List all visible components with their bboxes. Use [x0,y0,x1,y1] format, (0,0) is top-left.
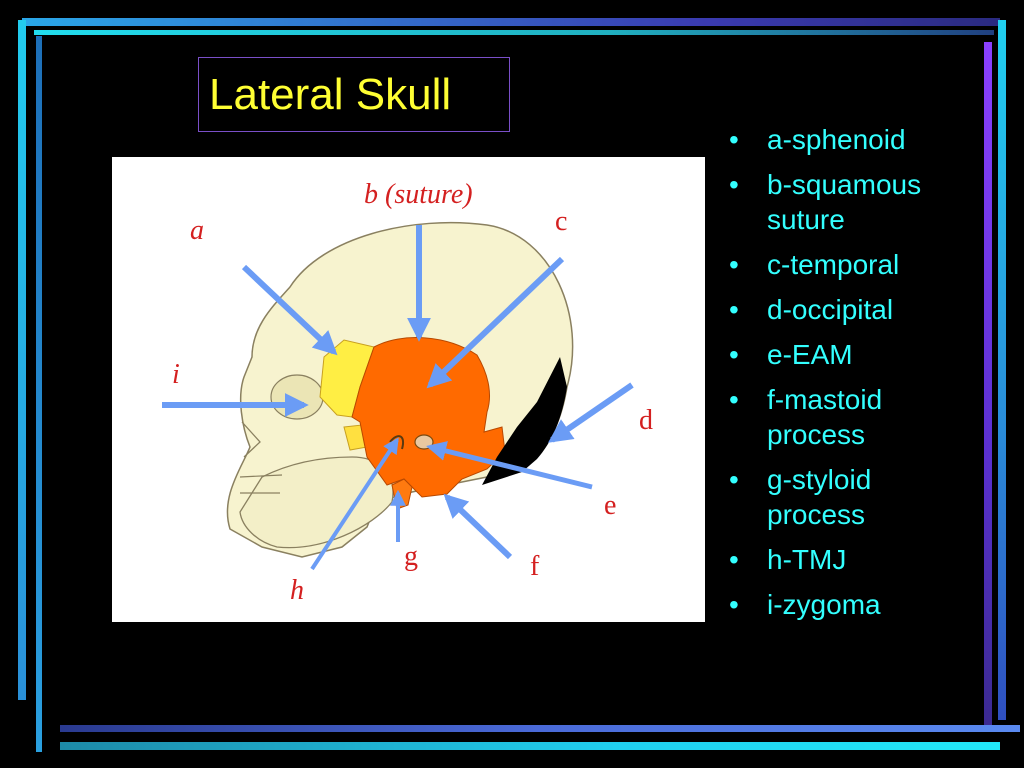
orbit-shape [270,374,324,420]
list-item: • c-temporal [727,247,967,282]
label-h: h [290,575,304,606]
list-item-text: f-mastoid process [767,384,883,450]
label-e: e [604,490,616,521]
frame-bar-right-inner [984,42,992,732]
frame-bar-left [18,20,26,700]
bullet-icon: • [729,169,739,200]
arrow-d [548,382,634,443]
list-item: • b-squamous suture [727,167,967,237]
label-b: b (suture) [364,179,473,210]
bullet-icon: • [729,339,739,370]
bullet-icon: • [729,544,739,575]
list-item: • i-zygoma [727,587,967,622]
frame-bar-top [22,18,1000,26]
list-item-text: i-zygoma [767,589,881,620]
label-g: g [404,541,418,572]
list-item: • e-EAM [727,337,967,372]
bullet-icon: • [729,294,739,325]
label-c: c [555,206,567,237]
arrow-a [241,264,338,356]
title-box: Lateral Skull [198,57,510,132]
slide-title: Lateral Skull [209,70,452,119]
bullet-icon: • [729,124,739,155]
frame-bar-bottom-cyan [60,742,1000,750]
arrow-c [426,256,565,389]
frame-bar-right [998,20,1006,720]
list-item-text: g-styloid process [767,464,872,530]
arrow-f [443,493,513,560]
label-f: f [530,551,540,582]
bullet-icon: • [729,589,739,620]
list-item-text: b-squamous suture [767,169,922,235]
list-item: • f-mastoid process [727,382,967,452]
bullet-icon: • [729,249,739,280]
frame-bar-bottom [60,725,1020,732]
list-item: • d-occipital [727,292,967,327]
list-item-text: h-TMJ [767,544,847,575]
list-item-text: d-occipital [767,294,894,325]
bullet-icon: • [729,464,739,495]
label-a: a [190,215,204,246]
list-item: • h-TMJ [727,542,967,577]
legend-list: • a-sphenoid • b-squamous suture • c-tempor… [727,122,967,632]
skull-diagram: a b (suture) c d e f g h i [112,157,705,622]
label-i: i [172,359,180,390]
nasal-shape [241,421,261,458]
teeth-shape [239,474,283,494]
list-item-text: a-sphenoid [767,124,906,155]
bullet-icon: • [729,384,739,415]
arrow-h [310,437,399,571]
list-item: • g-styloid process [727,462,967,532]
list-item-text: e-EAM [767,339,853,370]
arrow-e [426,441,593,490]
label-d: d [639,405,653,436]
list-item: • a-sphenoid [727,122,967,157]
frame-bar-left-inner [36,36,42,752]
list-item-text: c-temporal [767,249,900,280]
frame-bar-top-cyan [34,30,994,35]
occipital-bone [482,357,567,485]
